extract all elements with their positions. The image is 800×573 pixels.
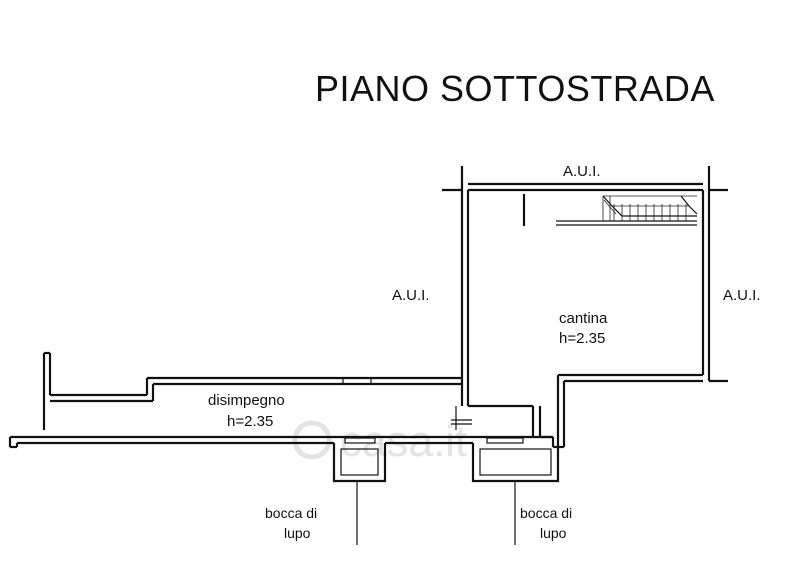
bocca-left-label-line2: lupo (284, 525, 311, 541)
watermark: casa.it (292, 417, 467, 466)
aui-top-label: A.U.I. (563, 163, 601, 180)
disimpegno-label: disimpegno (208, 392, 285, 409)
bocca-left-label-line1: bocca di (265, 505, 317, 521)
staircase (522, 194, 698, 226)
light-well-right (471, 437, 560, 545)
cantina-label: cantina (559, 310, 608, 327)
cantina-height: h=2.35 (559, 330, 605, 347)
disimpegno-height: h=2.35 (227, 413, 273, 430)
aui-left-label: A.U.I. (392, 287, 430, 304)
disimpegno-walls (8, 351, 564, 449)
bocca-right-label-line2: lupo (540, 525, 567, 541)
cantina-walls (460, 188, 728, 447)
bocca-right-label-line1: bocca di (520, 505, 572, 521)
watermark-text: casa.it (340, 417, 467, 466)
aui-right-label: A.U.I. (723, 287, 761, 304)
light-well-left (332, 437, 387, 545)
top-neighbour-boundary (442, 166, 728, 192)
plan-title: PIANO SOTTOSTRADA (315, 68, 715, 109)
